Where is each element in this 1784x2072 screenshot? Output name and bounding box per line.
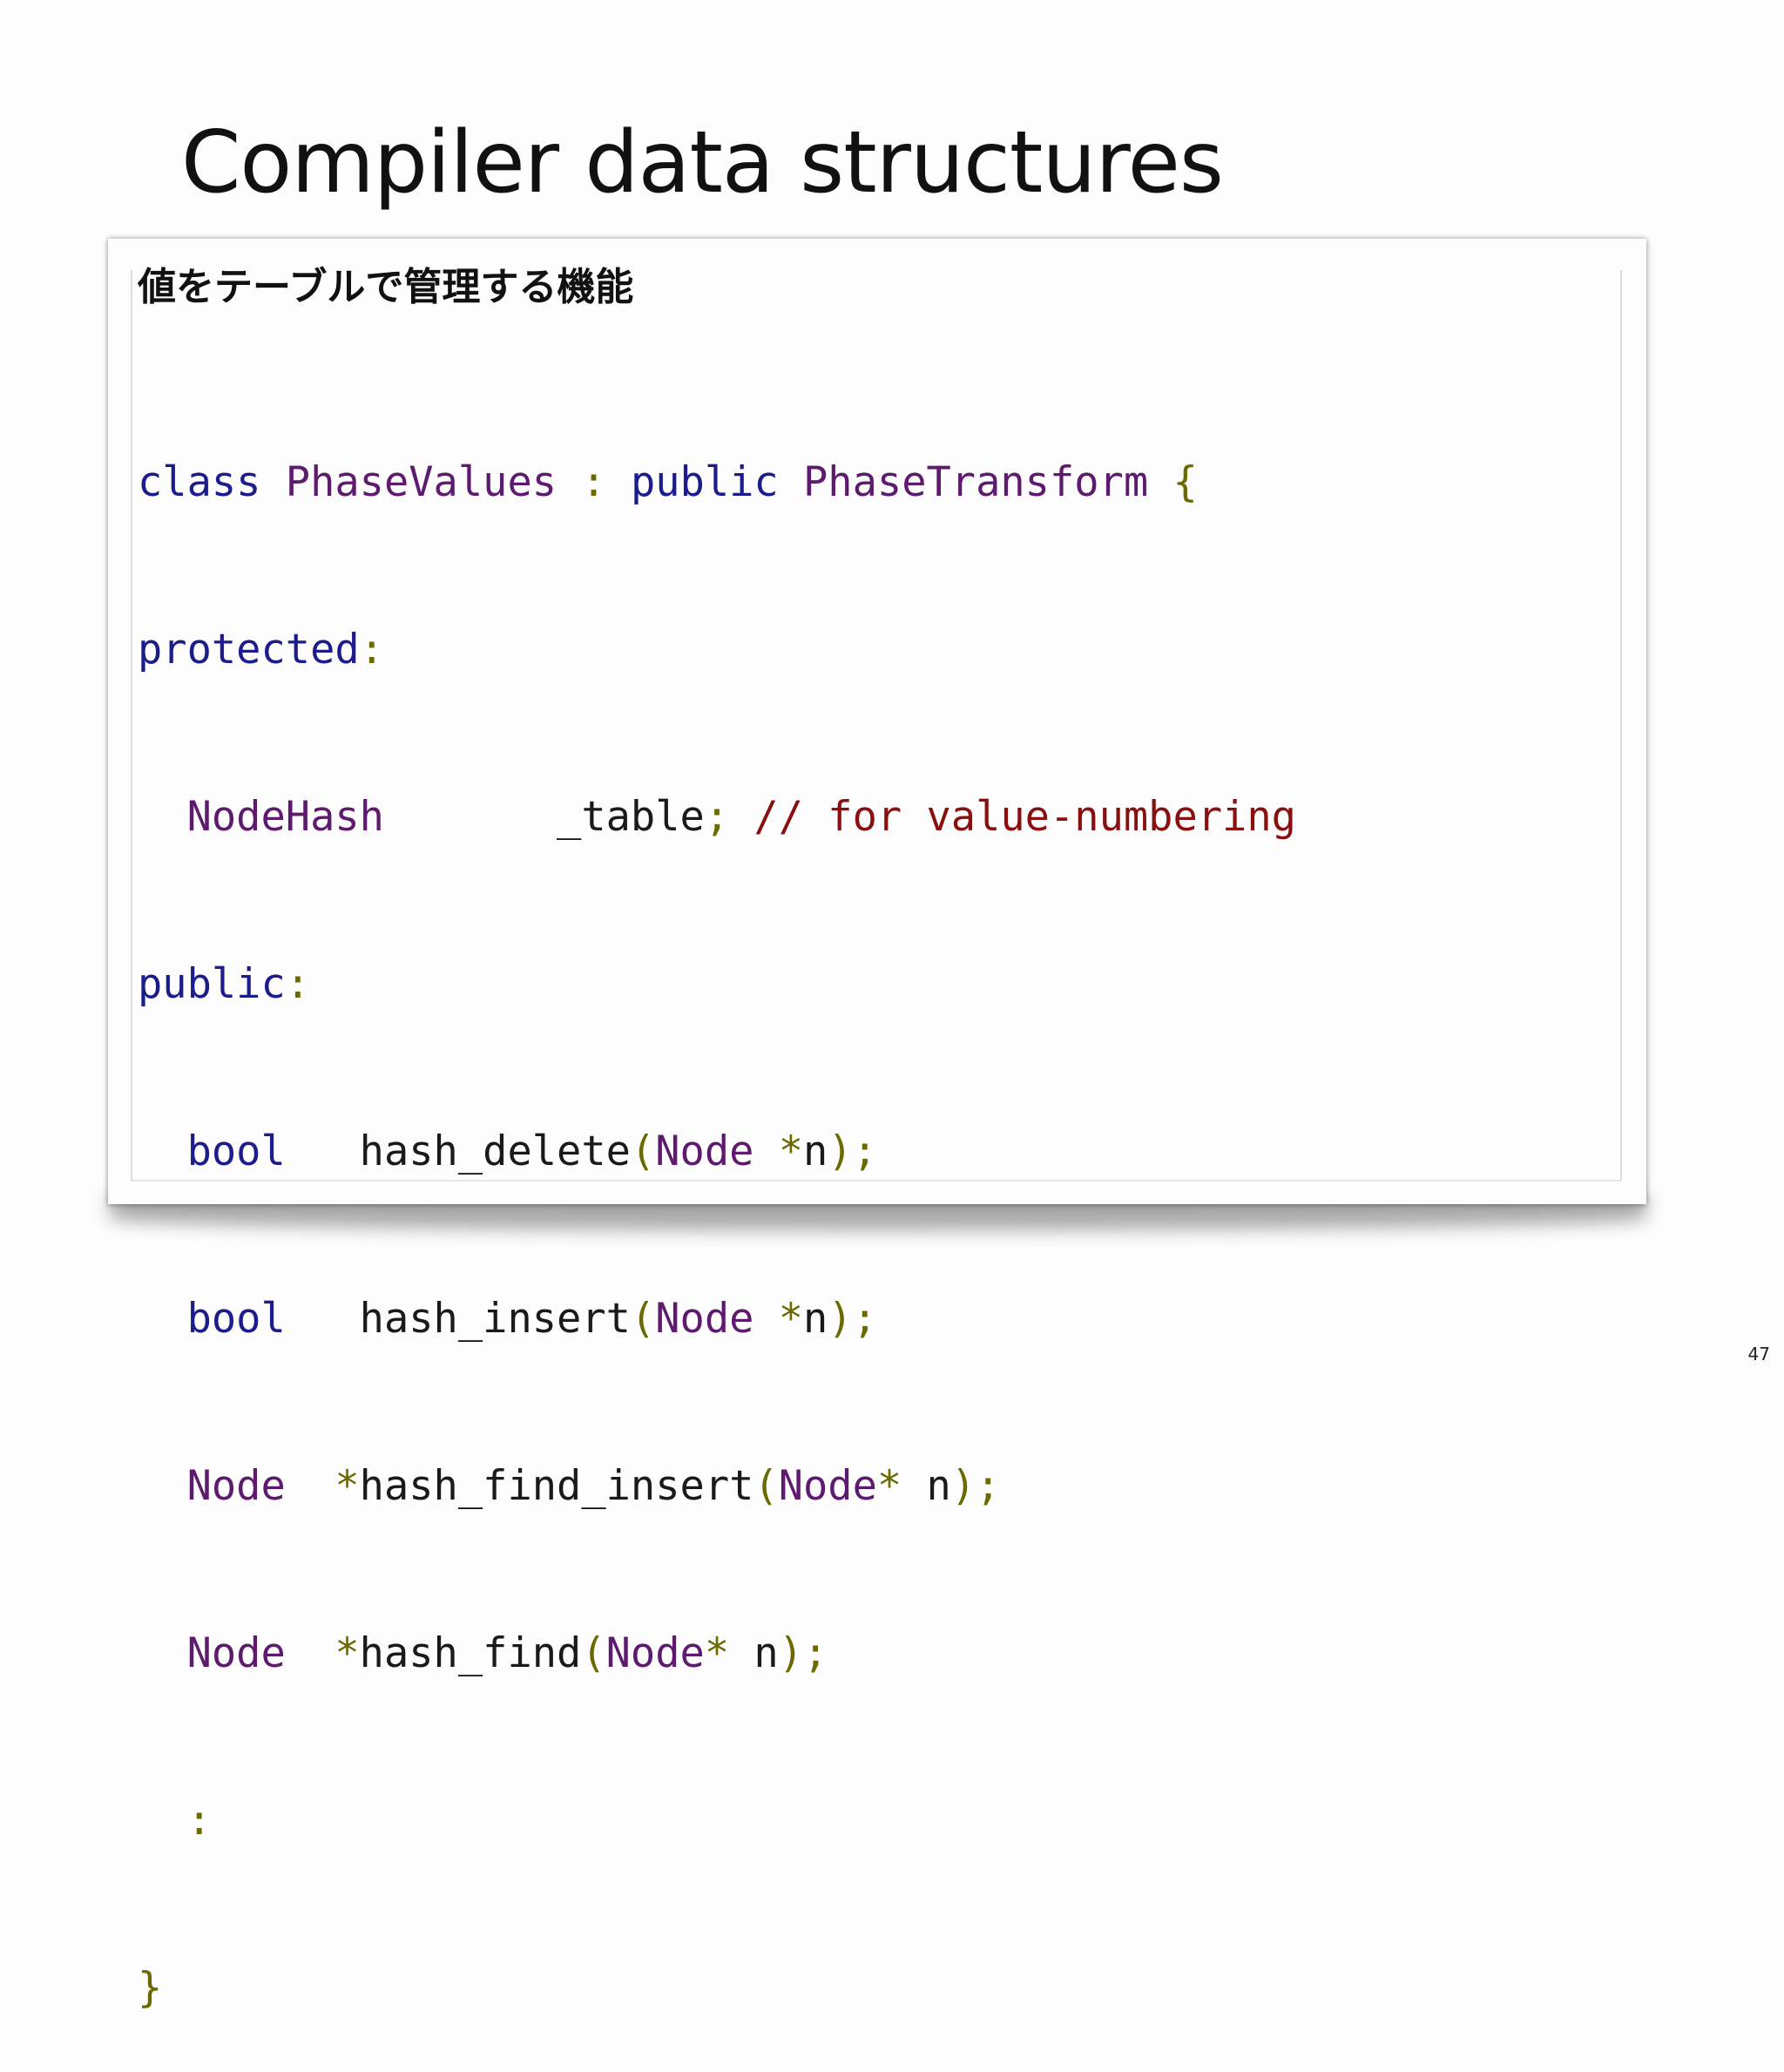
code-punctuation: : — [285, 960, 311, 1008]
code-punctuation: * — [334, 1629, 360, 1677]
code-block: class PhaseValues : public PhaseTransfor… — [138, 343, 1296, 2072]
code-identifier: n — [803, 1127, 828, 1175]
code-line-2: protected: — [138, 622, 1296, 678]
code-identifier: hash_find_insert — [359, 1462, 754, 1510]
code-space — [286, 1462, 335, 1510]
code-identifier: n — [753, 1629, 779, 1677]
code-space — [753, 1295, 778, 1343]
code-indent — [138, 793, 187, 841]
code-type: Node — [655, 1127, 754, 1175]
code-punctuation: ; — [852, 1127, 877, 1175]
code-punctuation: ; — [704, 793, 730, 841]
code-indent — [138, 1462, 187, 1510]
code-space — [779, 458, 803, 506]
code-type: PhaseTransform — [803, 458, 1149, 506]
code-punctuation: ; — [976, 1462, 1001, 1510]
code-punctuation: ( — [753, 1462, 779, 1510]
code-punctuation: ) — [950, 1462, 976, 1510]
code-punctuation: } — [138, 1964, 163, 2012]
code-type: NodeHash — [186, 793, 384, 841]
code-type: Node — [605, 1629, 705, 1677]
code-punctuation: * — [778, 1127, 804, 1175]
code-punctuation: { — [1172, 458, 1198, 506]
code-identifier: hash_delete — [359, 1127, 631, 1175]
code-line-9: : — [138, 1793, 1296, 1849]
code-space — [753, 1127, 778, 1175]
code-punctuation: ; — [852, 1295, 877, 1343]
code-line-4: public: — [138, 957, 1296, 1012]
code-line-5: bool hash_delete(Node *n); — [138, 1124, 1296, 1180]
code-space — [286, 1295, 360, 1343]
code-space — [557, 458, 581, 506]
code-punctuation: ; — [803, 1629, 828, 1677]
code-identifier: _table — [557, 793, 705, 841]
code-identifier: hash_insert — [359, 1295, 631, 1343]
code-comment: // for value-numbering — [753, 793, 1296, 841]
code-keyword: public — [630, 458, 779, 506]
code-type: Node — [186, 1462, 286, 1510]
code-punctuation: * — [704, 1629, 730, 1677]
code-indent — [138, 1629, 187, 1677]
code-keyword: protected — [138, 626, 360, 674]
code-indent — [138, 1295, 187, 1343]
code-punctuation: * — [876, 1462, 902, 1510]
code-indent — [138, 1127, 187, 1175]
code-space — [260, 458, 285, 506]
code-type: Node — [778, 1462, 877, 1510]
code-punctuation: ( — [581, 1629, 606, 1677]
slide-title: Compiler data structures — [181, 113, 1224, 213]
code-punctuation: ( — [630, 1127, 656, 1175]
code-line-1: class PhaseValues : public PhaseTransfor… — [138, 455, 1296, 511]
page-number: 47 — [1747, 1344, 1770, 1364]
code-space — [286, 1629, 335, 1677]
code-punctuation: ( — [630, 1295, 656, 1343]
code-space — [902, 1462, 926, 1510]
code-punctuation: ) — [778, 1629, 804, 1677]
code-keyword: public — [138, 960, 286, 1008]
code-punctuation: : — [186, 1797, 212, 1845]
code-line-3: NodeHash _table; // for value-numbering — [138, 789, 1296, 845]
code-keyword: bool — [186, 1127, 286, 1175]
code-punctuation: : — [581, 458, 606, 506]
code-space — [606, 458, 631, 506]
code-keyword: bool — [186, 1295, 286, 1343]
code-punctuation: * — [334, 1462, 360, 1510]
code-line-10: } — [138, 1960, 1296, 2016]
code-space — [729, 793, 753, 841]
code-panel-frame — [131, 270, 1622, 1182]
code-space — [729, 1629, 753, 1677]
code-keyword: class — [138, 458, 261, 506]
code-space — [1148, 458, 1172, 506]
code-identifier: hash_find — [359, 1629, 582, 1677]
code-punctuation: ) — [828, 1295, 853, 1343]
code-line-6: bool hash_insert(Node *n); — [138, 1291, 1296, 1347]
code-type: Node — [655, 1295, 754, 1343]
code-space — [286, 1127, 360, 1175]
code-identifier: n — [926, 1462, 951, 1510]
code-punctuation: ) — [828, 1127, 853, 1175]
code-panel-subtitle: 値をテーブルで管理する機能 — [138, 265, 634, 309]
code-identifier: n — [803, 1295, 828, 1343]
code-type: PhaseValues — [285, 458, 558, 506]
code-line-7: Node *hash_find_insert(Node* n); — [138, 1459, 1296, 1514]
code-punctuation: * — [778, 1295, 804, 1343]
code-space — [384, 793, 557, 841]
code-panel — [108, 239, 1646, 1204]
code-type: Node — [186, 1629, 286, 1677]
code-indent — [138, 1797, 187, 1845]
code-line-8: Node *hash_find(Node* n); — [138, 1626, 1296, 1682]
code-punctuation: : — [359, 626, 384, 674]
